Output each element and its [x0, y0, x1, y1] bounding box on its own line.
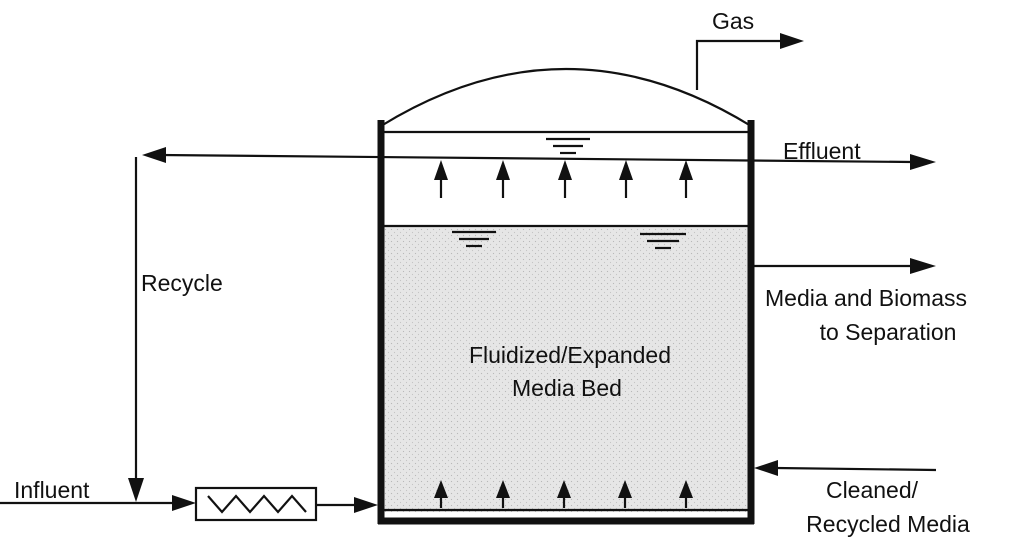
water-level-icon — [640, 232, 686, 250]
gas-outlet-arrow — [695, 33, 804, 90]
arrow-up-icon — [434, 160, 448, 198]
recycle-label: Recycle — [141, 270, 223, 296]
cleaned-media-label-line2: Recycled Media — [806, 511, 970, 537]
upflow-arrows-bottom — [434, 480, 693, 508]
media-bed-region — [383, 226, 749, 512]
water-level-icon — [452, 230, 496, 248]
arrow-up-icon — [618, 480, 632, 508]
arrow-up-icon — [434, 480, 448, 508]
media-bed-label-line2: Media Bed — [512, 375, 622, 401]
arrow-up-icon — [496, 480, 510, 508]
gas-label: Gas — [712, 8, 754, 34]
recycle-left-arrowhead — [142, 147, 166, 163]
arrow-up-icon — [496, 160, 510, 198]
reactor-dome — [380, 68, 752, 127]
effluent-label: Effluent — [783, 138, 861, 164]
influent-arrow — [0, 495, 196, 511]
cleaned-media-label-line1: Cleaned/ — [826, 477, 919, 503]
media-biomass-label-line1: Media and Biomass — [765, 285, 967, 311]
arrow-up-icon — [558, 160, 572, 198]
arrow-up-icon — [619, 160, 633, 198]
water-level-icon — [546, 137, 590, 155]
recycle-down-arrow — [128, 157, 144, 502]
arrow-up-icon — [679, 160, 693, 198]
media-bed-label-line1: Fluidized/Expanded — [469, 342, 671, 368]
arrow-up-icon — [557, 480, 571, 508]
heat-exchanger-icon — [194, 486, 318, 522]
media-biomass-arrow — [754, 258, 936, 274]
effluent-arrow — [159, 153, 936, 170]
upflow-arrows-top — [434, 160, 693, 198]
heater-to-reactor-arrow — [316, 497, 378, 513]
arrow-up-icon — [679, 480, 693, 508]
cleaned-media-arrow — [754, 460, 937, 476]
media-biomass-label-line2: to Separation — [820, 319, 957, 345]
influent-label: Influent — [14, 477, 90, 503]
